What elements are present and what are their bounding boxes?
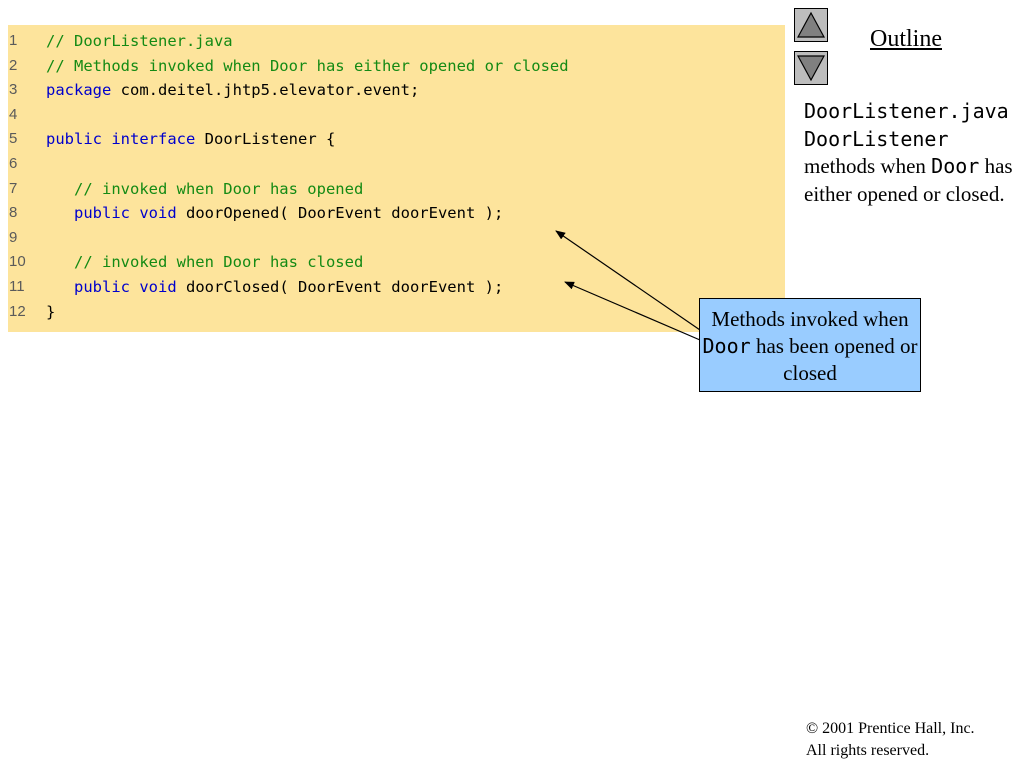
code-listing-panel: 1 // DoorListener.java 2 // Methods invoked… [8, 25, 785, 332]
nav-down-button[interactable] [794, 51, 828, 85]
door-term: Door [931, 154, 980, 178]
code-token: com.deitel.jhtp5.elevator.event; [111, 81, 420, 100]
code-text: public void doorOpened( DoorEvent doorEv… [46, 201, 503, 225]
line-number: 11 [9, 278, 25, 295]
line-number: 2 [9, 56, 18, 74]
callout-door-term: Door [702, 334, 751, 358]
line-number: 5 [9, 130, 18, 148]
code-text: public void doorClosed( DoorEvent doorEv… [46, 275, 503, 299]
keyword-token: public [74, 204, 130, 223]
code-text: // Methods invoked when Door has either … [46, 54, 569, 78]
keyword-token: interface [111, 130, 196, 149]
line-number: 12 [9, 302, 26, 320]
callout-text-1: Methods invoked when [711, 307, 909, 331]
code-text: package com.deitel.jhtp5.elevator.event; [46, 78, 419, 102]
code-text: } [46, 300, 55, 324]
keyword-token: public [74, 278, 130, 296]
line-number: 6 [9, 155, 18, 172]
comment-token: // Methods invoked when Door has either … [46, 56, 569, 75]
callout-box: Methods invoked when Door has been opene… [699, 298, 921, 392]
line-number: 10 [9, 253, 26, 271]
line-number: 1 [9, 32, 18, 49]
code-token: doorOpened( DoorEvent doorEvent ); [176, 204, 504, 223]
comment-token: // invoked when Door has closed [46, 253, 364, 272]
copyright-notice: © 2001 Prentice Hall, Inc. All rights re… [806, 718, 975, 762]
line-number: 7 [9, 179, 18, 197]
comment-token: // invoked when Door has opened [46, 179, 364, 198]
line-number: 4 [9, 105, 18, 123]
line-number: 3 [9, 81, 18, 99]
outline-description: DoorListener.java DoorListener methods w… [804, 98, 1019, 208]
code-text: public interface DoorListener { [46, 127, 335, 151]
keyword-token: public [46, 130, 102, 149]
nav-up-button[interactable] [794, 8, 828, 42]
code-token: DoorListener { [195, 130, 336, 149]
description-text-2: has either opened or closed. [804, 154, 1013, 206]
line-number: 9 [9, 228, 18, 246]
interface-name: DoorListener [804, 126, 949, 151]
line-number: 8 [9, 204, 18, 222]
copyright-line: © 2001 Prentice Hall, Inc. [806, 720, 975, 737]
keyword-token: void [139, 278, 177, 296]
code-token: } [46, 302, 56, 321]
arrow-to-door-opened [555, 230, 701, 331]
file-name: DoorListener.java [804, 99, 1009, 123]
code-token: doorClosed( DoorEvent doorEvent ); [176, 278, 504, 296]
code-text: // DoorListener.java [46, 29, 233, 53]
outline-link[interactable]: Outline [870, 26, 942, 52]
arrow-to-door-closed [564, 281, 701, 341]
triangle-down-icon [796, 55, 826, 82]
rights-line: All rights reserved. [806, 742, 930, 759]
comment-token: // DoorListener.java [46, 32, 233, 50]
code-text: // invoked when Door has opened [46, 177, 363, 201]
code-text: // invoked when Door has closed [46, 250, 363, 274]
keyword-token: void [139, 204, 177, 223]
description-text-1: methods when [804, 154, 932, 178]
keyword-token: package [46, 81, 112, 100]
triangle-up-icon [796, 11, 826, 38]
callout-text-2: has been opened or closed [750, 334, 918, 385]
